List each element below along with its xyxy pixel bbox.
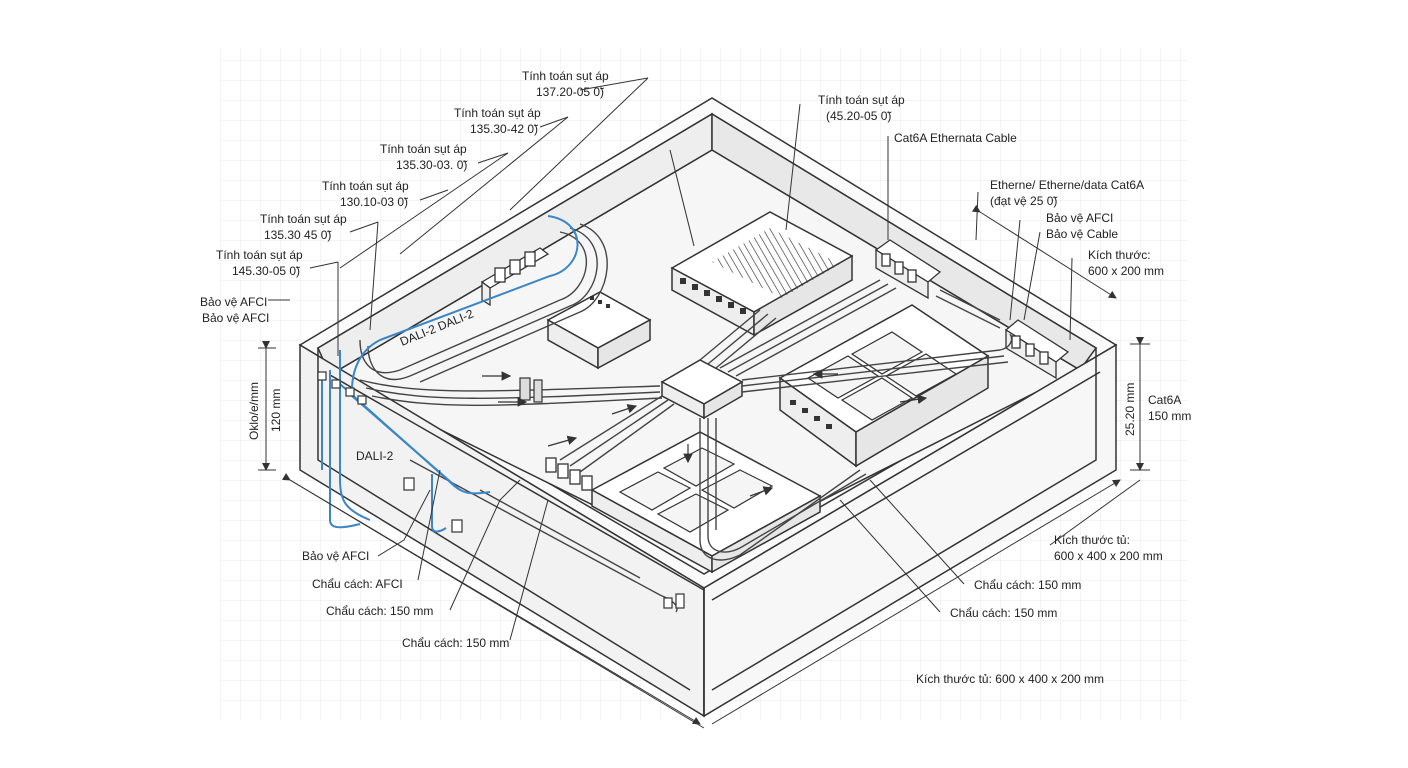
bottom-left-label-4: Chẩu cách: 150 mm — [402, 636, 509, 650]
callout-3-line1: Tính toán sụt áp — [380, 142, 467, 156]
callout-3-line2: 135.30-03. 0̃) — [396, 158, 468, 172]
dali-controller — [546, 291, 652, 370]
afci-right-line1: Bảo vệ AFCI — [1046, 211, 1113, 225]
callout-6-line2: 145.30-05 0̃) — [232, 264, 301, 278]
terminal-block-left — [480, 247, 550, 307]
cabinet-size-bottom: Kích thước tủ: 600 x 400 x 200 mm — [916, 672, 1104, 686]
dimension-lines — [258, 204, 1150, 725]
top-right-labels: Tính toán sụt áp (45.20-05 0̃) Cat6A Eth… — [818, 93, 1164, 278]
cat6a-right-line2: 150 mm — [1148, 409, 1191, 423]
callout-2-line1: Tính toán sụt áp — [454, 106, 541, 120]
cat6a-right-line1: Cat6A — [1148, 393, 1181, 407]
patch-panel-mid-right — [1004, 319, 1070, 380]
callout-1-line2: 137.20-05 0̃) — [536, 85, 605, 99]
ethernet-line1: Etherne/ Etherne/data Cat6A — [990, 178, 1144, 192]
bottom-left-label-2: Chẩu cách: AFCI — [312, 577, 403, 591]
cabinet-size-right-line2: 600 x 400 x 200 mm — [1054, 549, 1163, 563]
callout-6-line1: Tính toán sụt áp — [216, 248, 303, 262]
callout-5-line2: 135.30 45 0̃) — [264, 228, 332, 242]
callout-2-line2: 135.30-42 0̃) — [470, 122, 539, 136]
bottom-right-labels: Chẩu cách: 150 mm Chẩu cách: 150 mm Kích… — [916, 533, 1163, 686]
power-supply-unit — [670, 211, 854, 337]
afci-left-line2: Bảo vệ AFCI — [202, 311, 269, 325]
module-tiles-right — [778, 304, 990, 468]
bottom-left-label-3: Chẩu cách: 150 mm — [326, 604, 433, 618]
dim-left-vertical-line2: 120 mm — [269, 389, 283, 432]
dali-label-2: DALI-2 — [356, 449, 394, 463]
afci-right-line2: Bảo vệ Cable — [1046, 227, 1118, 241]
flow-arrows — [482, 369, 928, 497]
dim-right-vertical: 25.20 mm — [1123, 383, 1137, 436]
cat6a-cable-label: Cat6A Ethernata Cable — [894, 131, 1017, 145]
vertical-dimension-labels: Oklo/e/mm 120 mm 25.20 mm Cat6A 150 mm — [247, 382, 1191, 440]
callout-top-right-line2: (45.20-05 0̃) — [826, 109, 892, 123]
bottom-right-label-2: Chẩu cách: 150 mm — [950, 606, 1057, 620]
bottom-left-label-1: Bảo vệ AFCI — [302, 549, 369, 563]
callout-4-line2: 130.10-03 0̃) — [340, 195, 409, 209]
callouts-left-stack: Tính toán sụt áp 137.20-05 0̃) Tính toán… — [216, 69, 609, 278]
cabinet-size-right-line1: Kích thước tủ: — [1054, 533, 1130, 547]
dim-left-vertical-line1: Oklo/e/mm — [247, 382, 261, 440]
afci-left-label: Bảo vệ AFCI Bảo vệ AFCI — [200, 295, 269, 325]
ethernet-line2: (đạt vệ 25 0̃) — [990, 194, 1058, 208]
callout-1-line1: Tính toán sụt áp — [522, 69, 609, 83]
dim-right-top-line1: Kích thước: — [1088, 248, 1151, 262]
bottom-right-label-1: Chẩu cách: 150 mm — [974, 578, 1081, 592]
callout-top-right-line1: Tính toán sụt áp — [818, 93, 905, 107]
callout-4-line1: Tính toán sụt áp — [322, 179, 409, 193]
bottom-left-labels: Bảo vệ AFCI Chẩu cách: AFCI Chẩu cách: 1… — [302, 549, 509, 650]
afci-left-line1: Bảo vệ AFCI — [200, 295, 267, 309]
junction-box — [660, 359, 744, 420]
patch-panel-top-right — [874, 239, 942, 300]
callout-5-line1: Tính toán sụt áp — [260, 212, 347, 226]
dim-right-top-line2: 600 x 200 mm — [1088, 264, 1164, 278]
